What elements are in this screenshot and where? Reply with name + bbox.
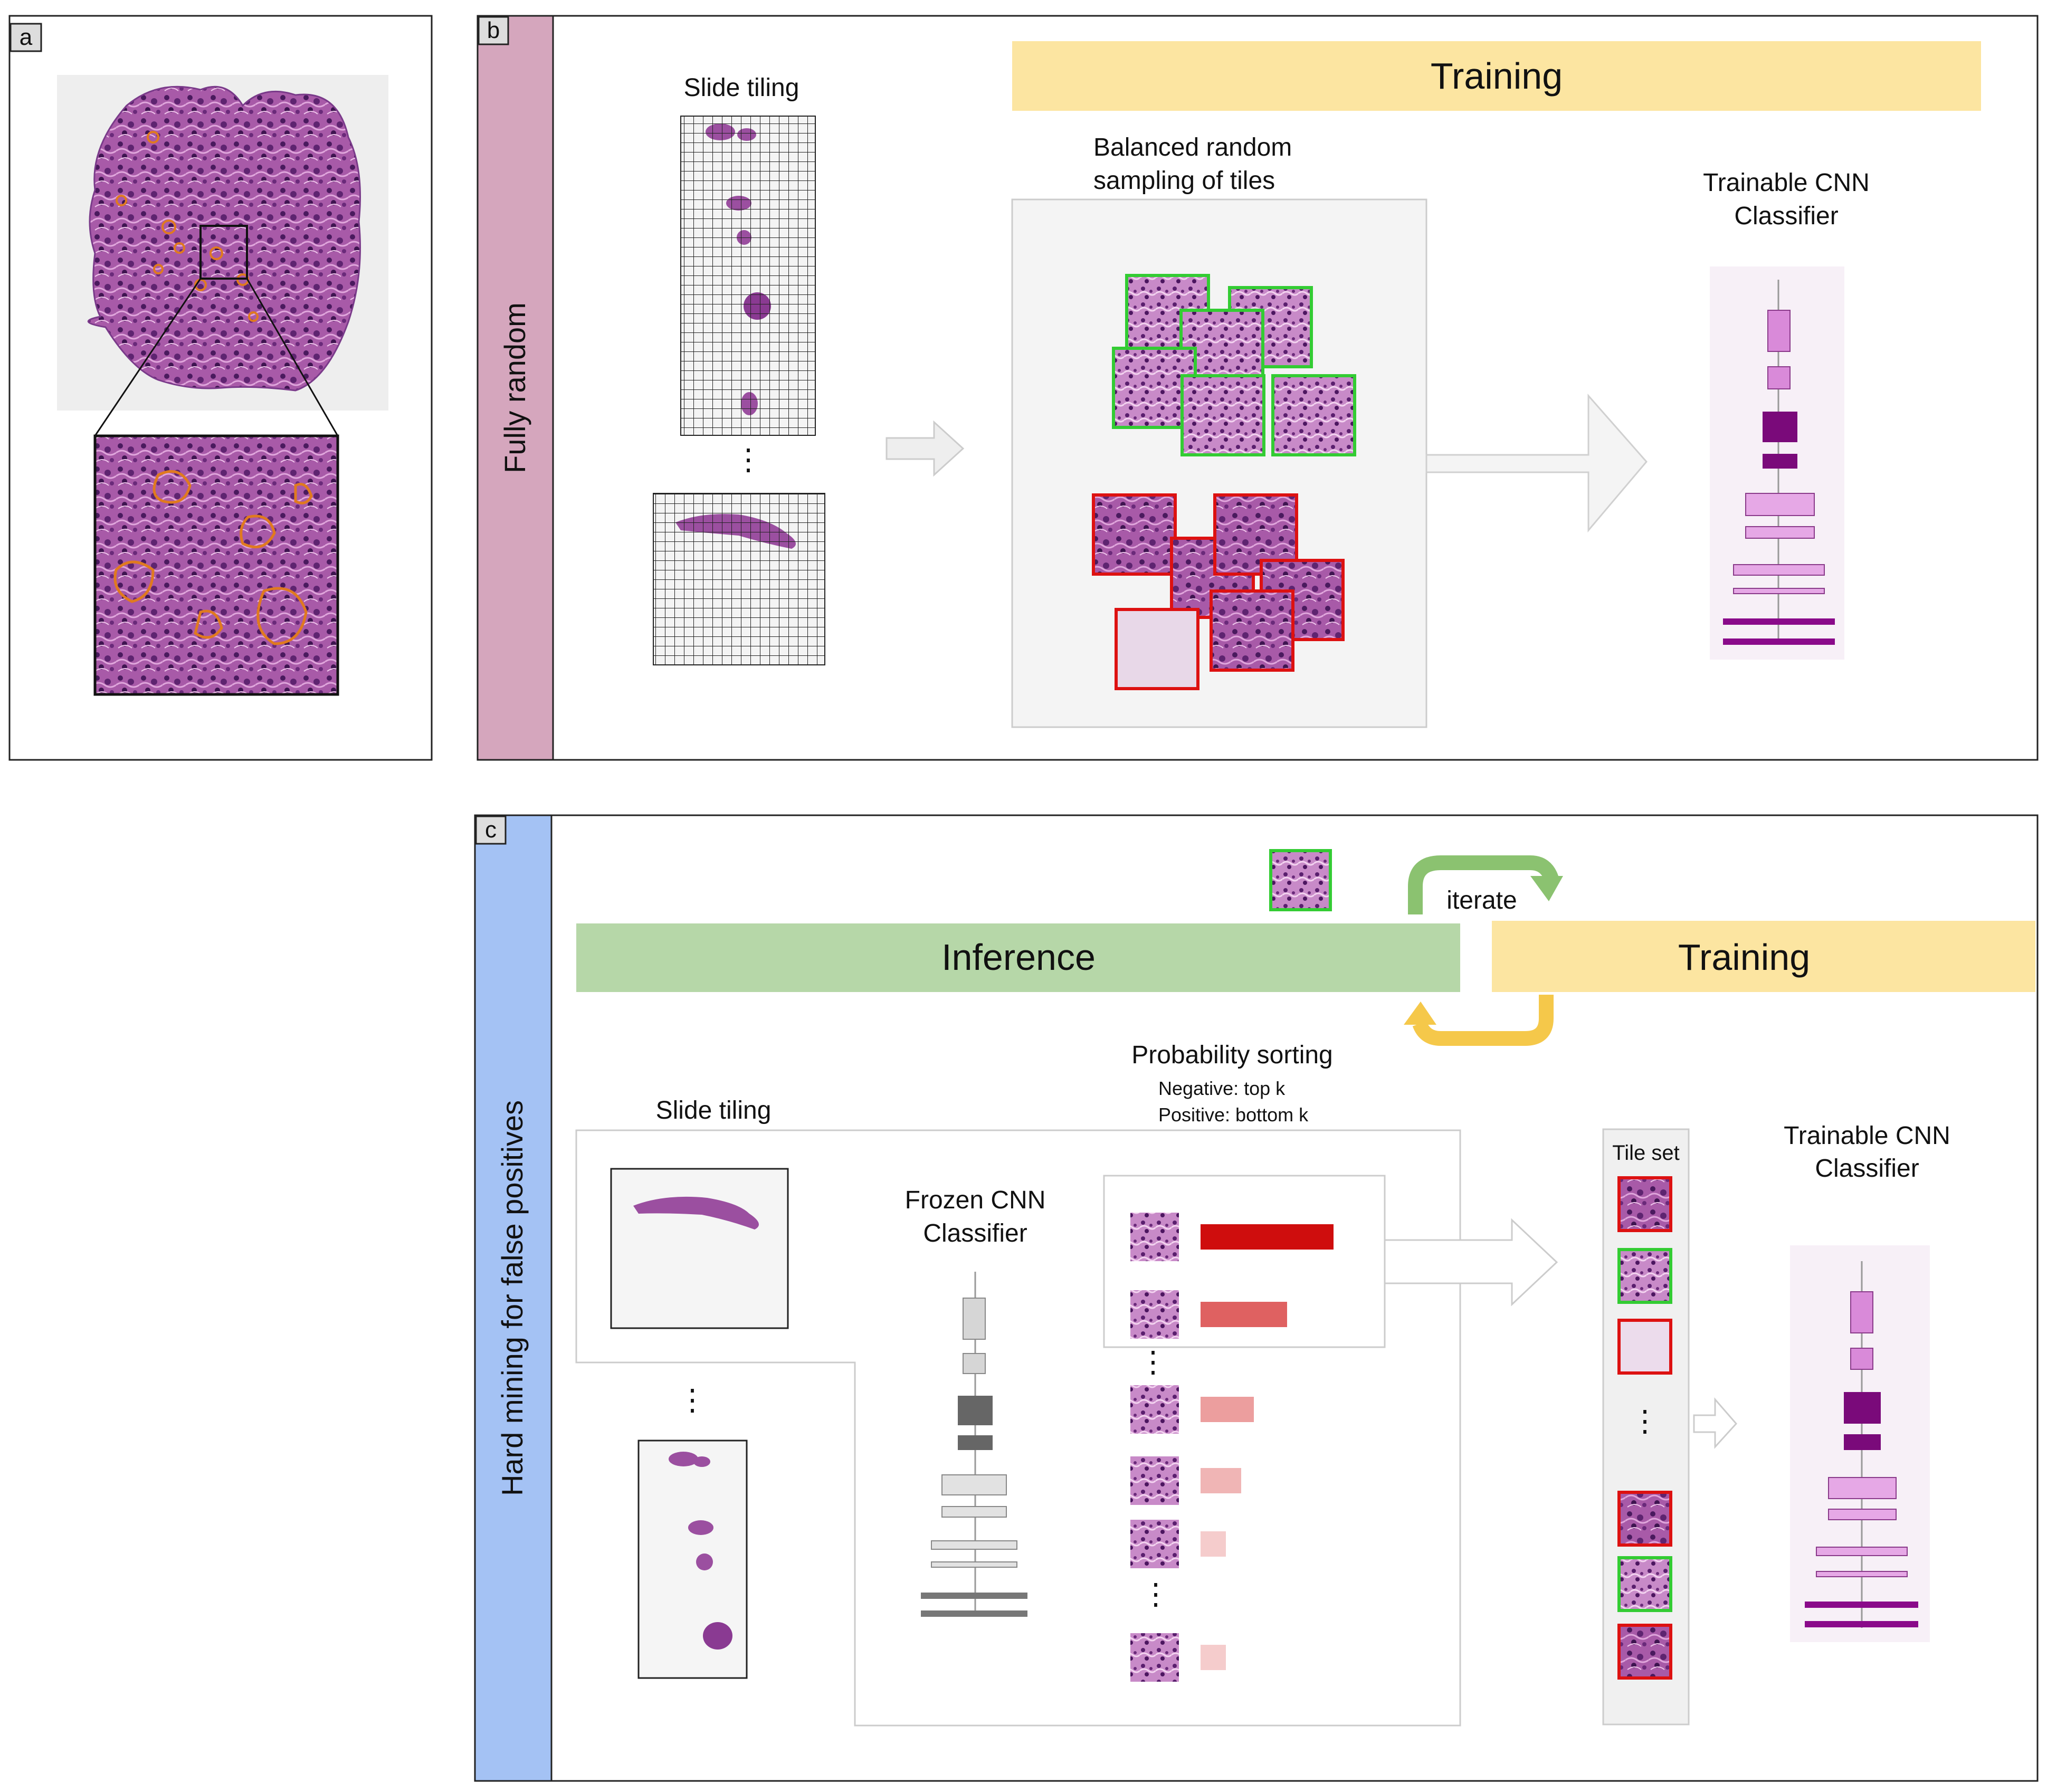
selection-arrow xyxy=(1384,1218,1558,1307)
trainable-cnn-line2-c: Classifier xyxy=(1815,1155,1919,1183)
negative-tile xyxy=(1210,589,1294,672)
iterate-arrow-bottom-head xyxy=(1404,1002,1436,1025)
prob-ellipsis-2: ⋮ xyxy=(1141,1577,1170,1610)
big-arrow-b xyxy=(1425,394,1648,533)
frozen-cnn-line2: Classifier xyxy=(923,1219,1027,1247)
tile-set-label: Tile set xyxy=(1612,1141,1679,1165)
prob-ellipsis-1: ⋮ xyxy=(1138,1345,1168,1378)
slide-ellipsis-c: ⋮ xyxy=(678,1383,707,1416)
zoom-region-marker xyxy=(199,225,248,280)
inference-slide-1 xyxy=(610,1168,789,1329)
trainable-cnn-line1-b: Trainable CNN xyxy=(1703,169,1870,197)
panel-b-side-bar xyxy=(477,15,554,761)
panel-c-side-bar xyxy=(474,814,553,1782)
panel-c-side-label: Hard mining for false positives xyxy=(496,1100,529,1496)
positive-rule: Positive: bottom k xyxy=(1158,1104,1309,1126)
negative-tile xyxy=(1115,608,1199,690)
example-positive-tile xyxy=(1269,849,1332,911)
tile-set-negative-tile xyxy=(1617,1491,1672,1547)
whole-slide-tissue xyxy=(88,85,361,392)
iterate-label: iterate xyxy=(1446,887,1517,914)
positive-tile-group xyxy=(1112,274,1356,456)
probability-bar xyxy=(1201,1302,1287,1327)
panel-c-tag-box xyxy=(475,815,507,845)
panel-c-tag: c xyxy=(485,817,497,843)
trainable-cnn-line2-b: Classifier xyxy=(1734,202,1838,230)
cnn-diagram-c xyxy=(1790,1245,1930,1642)
negative-tile-group xyxy=(1092,493,1345,690)
tile-set-ellipsis: ⋮ xyxy=(1630,1404,1660,1437)
probability-sorting-label: Probability sorting xyxy=(1131,1041,1333,1069)
sorted-tile xyxy=(1130,1385,1179,1434)
panel-c: c Hard mining for false positives Infere… xyxy=(474,814,2039,1782)
probability-bar xyxy=(1201,1397,1254,1422)
probability-bar xyxy=(1201,1531,1226,1557)
iterate-arrow-top xyxy=(1408,855,1559,914)
panel-a-tag: a xyxy=(20,24,33,50)
training-banner xyxy=(1012,41,1981,111)
sorted-tile xyxy=(1130,1520,1179,1568)
training-banner-c-label: Training xyxy=(1678,937,1810,978)
cnn-diagram-b xyxy=(1710,266,1844,660)
tile-set-negative-tile xyxy=(1617,1624,1672,1680)
panel-b-tag-box xyxy=(478,16,509,45)
panel-b-side-label: Fully random xyxy=(498,302,531,473)
tile-set-arrow xyxy=(1693,1397,1738,1449)
zoomed-annotation-outlines xyxy=(113,470,313,645)
slide-tiling-ellipsis: ⋮ xyxy=(734,443,763,476)
negative-tile xyxy=(1092,493,1177,576)
inference-slide-2 xyxy=(637,1440,748,1679)
tile-set-positive-tile xyxy=(1617,1556,1672,1612)
zoom-line-left xyxy=(94,278,202,436)
zoomed-tissue xyxy=(93,434,339,696)
panel-b-tag: b xyxy=(487,17,500,43)
positive-tile xyxy=(1180,374,1265,456)
tile-set-negative-tile xyxy=(1617,1176,1672,1232)
panel-a-tag-box xyxy=(9,23,42,52)
tiled-slide-1 xyxy=(680,116,816,436)
zoom-line-right xyxy=(246,278,339,436)
balanced-sampling-line2: sampling of tiles xyxy=(1093,167,1275,195)
probability-bar xyxy=(1201,1224,1334,1250)
sorted-tile xyxy=(1130,1633,1179,1682)
negative-rule: Negative: top k xyxy=(1158,1078,1286,1099)
iterate-arrow-bottom xyxy=(1412,995,1554,1046)
panel-a: a xyxy=(8,15,433,761)
training-banner-label: Training xyxy=(1431,55,1563,97)
training-banner-c xyxy=(1492,921,2035,992)
inference-banner xyxy=(576,923,1460,992)
frozen-cnn-line1: Frozen CNN xyxy=(905,1186,1046,1214)
sorted-tile xyxy=(1130,1290,1179,1339)
panel-b: b Fully random Training Slide tiling ⋮ B… xyxy=(477,15,2039,761)
frozen-cnn-diagram xyxy=(921,1272,1027,1617)
small-arrow-b xyxy=(886,420,965,477)
sorted-tile xyxy=(1130,1456,1179,1505)
tiled-slide-2 xyxy=(653,493,825,665)
sorted-tile xyxy=(1130,1213,1179,1261)
slide-tiling-label-c: Slide tiling xyxy=(656,1097,772,1124)
balanced-sampling-line1: Balanced random xyxy=(1093,134,1292,161)
tile-set-positive-tile xyxy=(1617,1248,1672,1304)
iterate-arrow-top-head xyxy=(1530,876,1563,901)
positive-tile xyxy=(1271,374,1356,456)
inference-banner-label: Inference xyxy=(941,937,1096,978)
slide-tiling-label: Slide tiling xyxy=(684,74,799,102)
trainable-cnn-line1-c: Trainable CNN xyxy=(1784,1122,1950,1150)
probability-rows xyxy=(1130,1213,1334,1682)
probability-bar xyxy=(1201,1468,1241,1493)
tile-set-negative-tile xyxy=(1617,1319,1672,1375)
probability-bar xyxy=(1201,1645,1226,1670)
inference-outline xyxy=(575,1129,1461,1727)
